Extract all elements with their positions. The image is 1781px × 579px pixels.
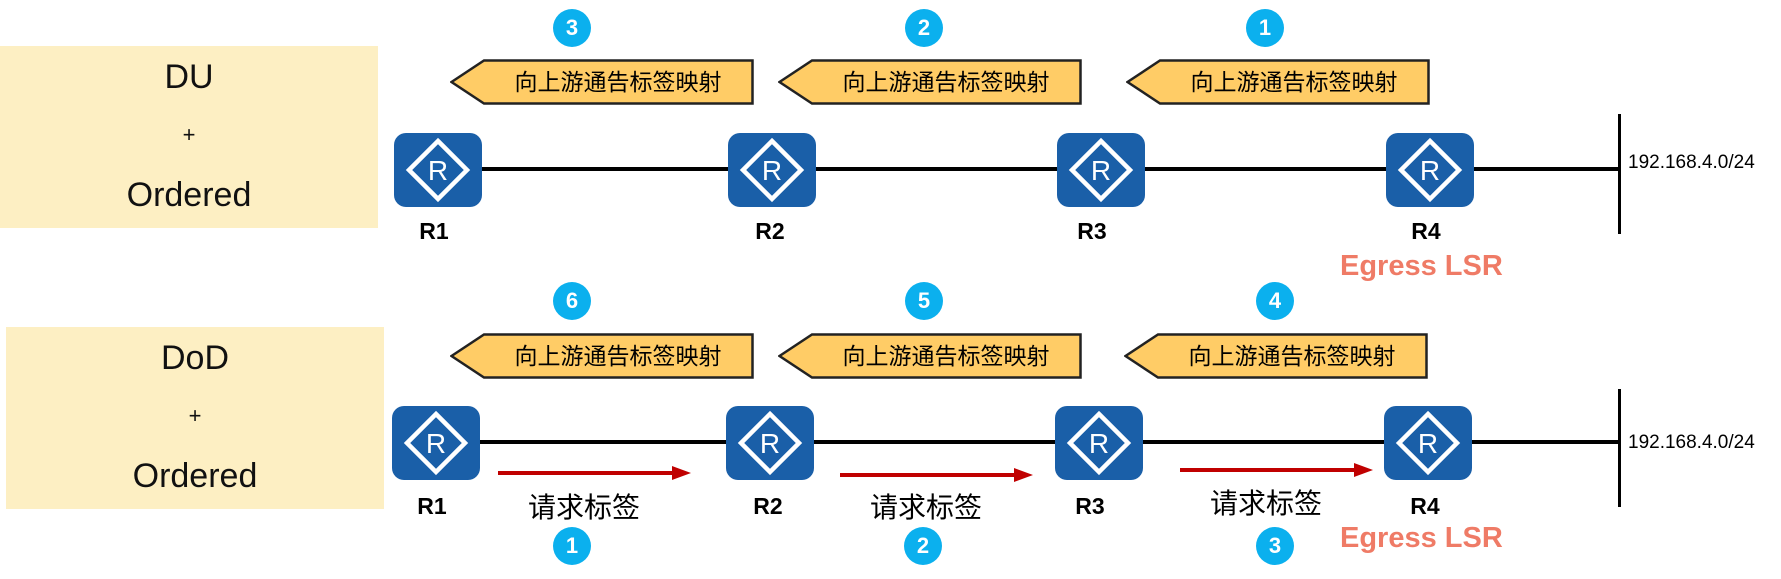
- left-arrow-callout-icon: [778, 333, 1082, 379]
- router-label: R1: [419, 218, 449, 244]
- step-badge: 3: [553, 9, 591, 47]
- request-text: 请求标签: [528, 492, 641, 523]
- step-badge: 1: [553, 527, 591, 565]
- advertise-text: 向上游通告标签映射: [514, 343, 722, 369]
- du-ordered-label: DU + Ordered: [0, 46, 378, 228]
- router-icon: R: [739, 137, 805, 203]
- ordered-line: Ordered: [126, 176, 252, 214]
- router-icon: R: [737, 410, 803, 476]
- left-arrow-callout-icon: [1126, 59, 1430, 105]
- step-badge: 1: [1246, 9, 1284, 47]
- network-segment: [1618, 389, 1621, 507]
- advertise-text: 向上游通告标签映射: [842, 69, 1050, 95]
- left-arrow-callout-icon: [450, 333, 754, 379]
- router-label: R4: [1410, 493, 1440, 519]
- step-badge: 2: [905, 9, 943, 47]
- svg-text:R: R: [760, 428, 780, 459]
- network-address: 192.168.4.0/24: [1628, 152, 1755, 173]
- step-badge: 6: [553, 282, 591, 320]
- link-r4-network: [1468, 440, 1620, 444]
- advertise-arrow: 向上游通告标签映射: [778, 333, 1082, 379]
- router-icon: R: [1066, 410, 1132, 476]
- router-icon: R: [1397, 137, 1463, 203]
- plus-line: +: [188, 403, 202, 428]
- router-label: R3: [1075, 493, 1105, 519]
- step-badge: 5: [905, 282, 943, 320]
- advertise-arrow: 向上游通告标签映射: [1126, 59, 1430, 105]
- dod-ordered-label: DoD + Ordered: [6, 327, 384, 509]
- advertise-text: 向上游通告标签映射: [1188, 343, 1396, 369]
- link-r4-network: [1470, 167, 1620, 171]
- router-label: R3: [1077, 218, 1107, 244]
- advertise-arrow: 向上游通告标签映射: [450, 333, 754, 379]
- egress-lsr-label: Egress LSR: [1340, 522, 1503, 554]
- advertise-text: 向上游通告标签映射: [514, 69, 722, 95]
- router-r2: R: [726, 406, 814, 480]
- svg-text:R: R: [1420, 155, 1440, 186]
- ordered-line: Ordered: [132, 457, 258, 495]
- step-badge: 3: [1256, 527, 1294, 565]
- router-label: R4: [1411, 218, 1441, 244]
- du-ordered-panel: DU + Ordered 3 2 1 向上游通告标签映射 向上游通告标签映射 向…: [0, 9, 1755, 282]
- router-r4: R: [1386, 133, 1474, 207]
- router-icon: R: [405, 137, 471, 203]
- svg-text:R: R: [1418, 428, 1438, 459]
- mode-line: DoD: [160, 339, 230, 377]
- router-r4: R: [1384, 406, 1472, 480]
- advertise-text: 向上游通告标签映射: [842, 343, 1050, 369]
- request-arrow: [1180, 463, 1373, 477]
- router-r3: R: [1055, 406, 1143, 480]
- request-arrow: [840, 468, 1033, 482]
- advertise-arrow: 向上游通告标签映射: [778, 59, 1082, 105]
- router-r3: R: [1057, 133, 1145, 207]
- router-r1: R: [394, 133, 482, 207]
- mode-line: DU: [164, 58, 214, 96]
- link-r1-r4: [476, 440, 1478, 444]
- advertise-arrow: 向上游通告标签映射: [450, 59, 754, 105]
- router-r1: R: [392, 406, 480, 480]
- svg-text:R: R: [1089, 428, 1109, 459]
- left-arrow-callout-icon: [778, 59, 1082, 105]
- request-text: 请求标签: [870, 492, 983, 523]
- left-arrow-callout-icon: [450, 59, 754, 105]
- network-segment: [1618, 114, 1621, 234]
- router-r2: R: [728, 133, 816, 207]
- svg-text:R: R: [426, 428, 446, 459]
- advertise-arrow: 向上游通告标签映射: [1124, 333, 1428, 379]
- router-icon: R: [1395, 410, 1461, 476]
- advertise-text: 向上游通告标签映射: [1190, 69, 1398, 95]
- link-r1-r4: [478, 167, 1480, 171]
- network-address: 192.168.4.0/24: [1628, 432, 1755, 453]
- step-badge: 4: [1256, 282, 1294, 320]
- router-icon: R: [1068, 137, 1134, 203]
- request-arrow: [498, 466, 691, 480]
- egress-lsr-label: Egress LSR: [1340, 250, 1503, 282]
- svg-text:R: R: [1091, 155, 1111, 186]
- router-icon: R: [403, 410, 469, 476]
- step-badge: 2: [904, 527, 942, 565]
- left-arrow-callout-icon: [1124, 333, 1428, 379]
- svg-text:R: R: [762, 155, 782, 186]
- router-label: R2: [753, 493, 783, 519]
- svg-text:R: R: [428, 155, 448, 186]
- plus-line: +: [182, 122, 196, 147]
- request-text: 请求标签: [1210, 488, 1323, 519]
- router-label: R2: [755, 218, 785, 244]
- router-label: R1: [417, 493, 447, 519]
